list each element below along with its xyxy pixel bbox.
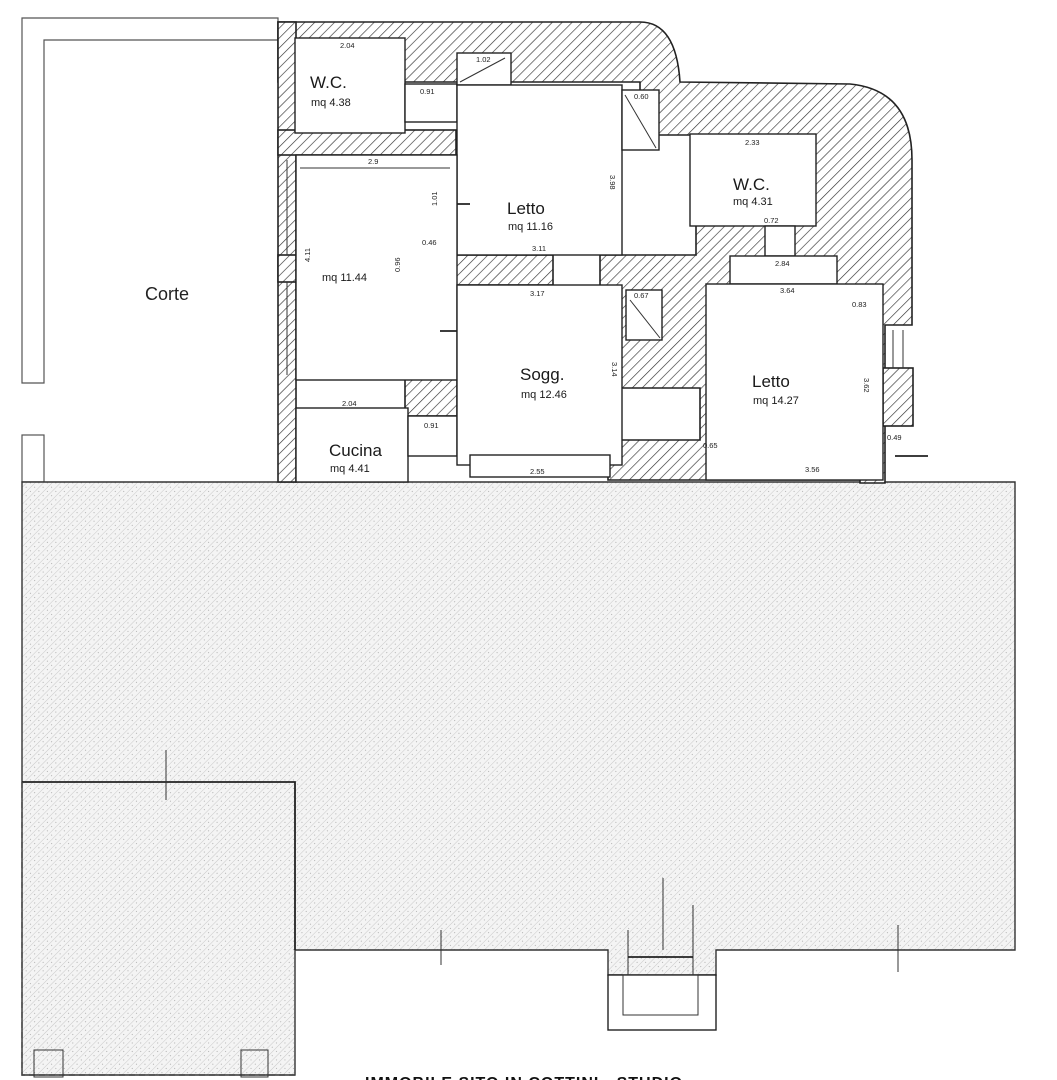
dimension-label: 2.84 xyxy=(775,259,790,268)
dimension-label: 0.60 xyxy=(634,92,649,101)
dimension-label: 0.91 xyxy=(420,87,435,96)
room-wc-1[interactable]: W.C. mq 4.38 2.04 0.91 xyxy=(294,37,458,134)
dimension-label: 0.72 xyxy=(764,216,779,225)
room-name: Letto xyxy=(752,372,790,391)
courtyard-label: Corte xyxy=(145,284,189,304)
dimension-label: 2.04 xyxy=(340,41,355,50)
courtyard-wall-north-west xyxy=(21,17,279,384)
wall-pier-kitchen xyxy=(404,377,458,417)
ingresso-floor xyxy=(295,154,458,381)
wc-2-passage xyxy=(764,225,796,257)
room-name: Letto xyxy=(507,199,545,218)
dimension-label: 2.33 xyxy=(745,138,760,147)
dimension-label: 3.64 xyxy=(780,286,795,295)
room-area: mq 4.38 xyxy=(311,97,351,109)
room-name: Sogg. xyxy=(520,365,564,384)
room-letto-1[interactable]: Letto mq 11.16 3.11 3.98 xyxy=(440,84,623,256)
room-area: mq 4.31 xyxy=(733,196,773,208)
room-ingresso[interactable]: 2.9 mq 11.44 4.11 0.96 1.01 0.46 xyxy=(286,154,475,381)
room-letto-2[interactable]: 3.64 0.83 Letto mq 14.27 3.62 0.65 3.56 … xyxy=(703,283,928,481)
wall-pier-west xyxy=(277,254,297,283)
dimension-label: 3.56 xyxy=(805,465,820,474)
room-area: mq 14.27 xyxy=(753,395,799,407)
wc-2-floor xyxy=(689,133,817,227)
courtyard: Corte xyxy=(21,17,279,483)
dimension-label: 0.83 xyxy=(852,300,867,309)
pillar-right xyxy=(240,1049,269,1078)
stair-well xyxy=(607,974,717,1031)
dimension-label: 0.49 xyxy=(887,433,902,442)
terrace-divider xyxy=(22,781,296,950)
terrace-dashed-edge xyxy=(21,782,295,1076)
room-wc-2[interactable]: 2.33 W.C. mq 4.31 0.72 2.84 xyxy=(689,133,838,285)
closet-diagonal xyxy=(629,299,661,339)
dimension-label: 2.9 xyxy=(368,157,378,166)
room-name: W.C. xyxy=(310,73,347,92)
dimension-label: 1.02 xyxy=(476,55,491,64)
soggiorno-floor xyxy=(456,284,623,466)
wall-between-wc-ingresso xyxy=(277,129,457,156)
dimension-label: 0.96 xyxy=(393,257,402,272)
dimension-label: 3.11 xyxy=(532,244,546,253)
dimension-label: 3.17 xyxy=(530,289,545,298)
terrace-area xyxy=(21,481,1016,1076)
dimension-label: 0.65 xyxy=(703,441,718,450)
rooms: W.C. mq 4.38 2.04 0.91 1.02 Letto mq 11.… xyxy=(286,37,928,483)
closet-3 xyxy=(625,289,663,341)
wall-pier-east xyxy=(882,367,914,427)
wc-1-floor xyxy=(294,37,406,134)
dimension-label: 0.91 xyxy=(424,421,439,430)
room-area: mq 4.41 xyxy=(330,463,370,475)
dimension-label: 3.62 xyxy=(862,378,871,393)
dimension-label: 0.46 xyxy=(422,238,437,247)
dimension-label: 1.01 xyxy=(430,191,439,206)
plan-caption: IMMOBILE SITO IN COTTINI - STUDIO xyxy=(365,1075,683,1080)
room-cucina[interactable]: Cucina mq 4.41 2.04 0.91 xyxy=(295,399,458,483)
courtyard-wall-stub xyxy=(21,434,45,483)
terrace xyxy=(21,481,1016,1078)
dimension-label: 3.14 xyxy=(610,362,619,377)
letto-1-floor xyxy=(456,84,623,256)
wc-1-door-passage xyxy=(404,83,458,123)
room-name: Cucina xyxy=(329,441,382,460)
room-area: mq 11.16 xyxy=(508,221,553,233)
room-soggiorno[interactable]: 3.17 Sogg. mq 12.46 3.14 2.55 xyxy=(456,284,623,478)
dimension-label: 2.55 xyxy=(530,467,545,476)
hall-passage xyxy=(729,255,838,285)
cucina-floor xyxy=(295,407,409,483)
room-name: W.C. xyxy=(733,175,770,194)
dimension-label: 4.11 xyxy=(303,248,312,262)
stair-step xyxy=(622,974,699,1016)
room-area: mq 11.44 xyxy=(322,272,367,284)
closet-diagonal xyxy=(459,57,506,83)
dimension-label: 2.04 xyxy=(342,399,357,408)
room-area: mq 12.46 xyxy=(521,389,567,401)
soggiorno-bay xyxy=(469,454,611,478)
closet-diagonal xyxy=(624,94,657,149)
dimension-label: 3.98 xyxy=(608,175,617,190)
dimension-label: 0.67 xyxy=(634,291,649,300)
pillar-left xyxy=(33,1049,64,1078)
letto-2-floor xyxy=(705,283,884,481)
